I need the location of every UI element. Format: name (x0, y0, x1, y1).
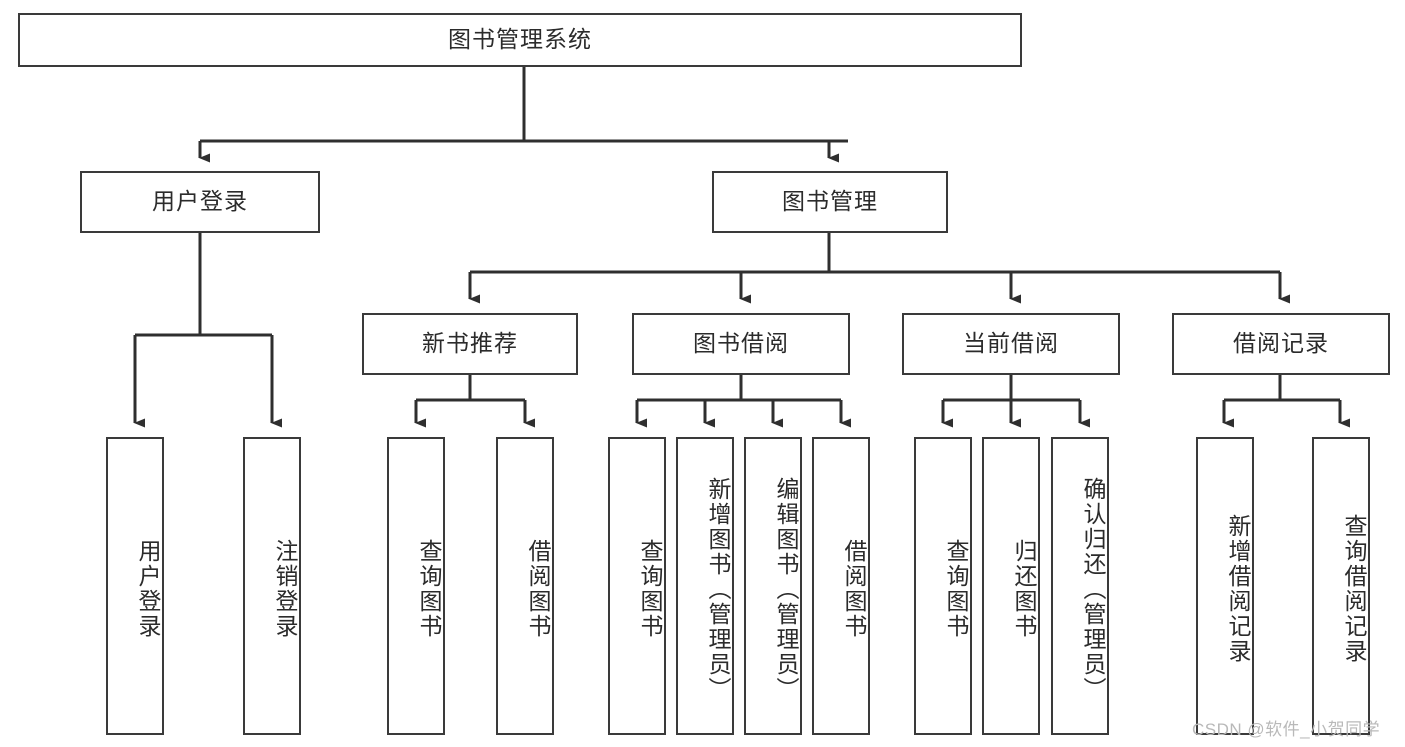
node-user-login[interactable]: 用户登录 (80, 171, 320, 233)
leaf-current-return-book[interactable]: 归还图书 (982, 437, 1040, 735)
leaf-current-confirm-return-admin[interactable]: 确认归还（管理员） (1051, 437, 1109, 735)
node-current-borrow[interactable]: 当前借阅 (902, 313, 1120, 375)
node-label: 图书管理系统 (448, 26, 592, 53)
leaf-user-logout[interactable]: 注销登录 (243, 437, 301, 735)
node-label: 图书管理 (782, 188, 878, 215)
leaf-current-query-book[interactable]: 查询图书 (914, 437, 972, 735)
node-label: 借阅图书 (525, 539, 551, 639)
node-root-system[interactable]: 图书管理系统 (18, 13, 1022, 67)
node-label: 新增借阅记录 (1225, 514, 1251, 664)
leaf-borrow-add-book-admin[interactable]: 新增图书（管理员） (676, 437, 734, 735)
leaf-newbooks-query-book[interactable]: 查询图书 (387, 437, 445, 735)
leaf-records-add-record[interactable]: 新增借阅记录 (1196, 437, 1254, 735)
node-label: 归还图书 (1011, 539, 1037, 639)
node-label: 查询借阅记录 (1341, 514, 1367, 664)
node-label: 查询图书 (416, 539, 442, 639)
node-label: 用户登录 (135, 539, 161, 639)
node-label: 确认归还（管理员） (1080, 476, 1106, 702)
node-label: 查询图书 (637, 539, 663, 639)
node-label: 用户登录 (152, 188, 248, 215)
node-label: 借阅记录 (1233, 330, 1329, 357)
node-label: 新书推荐 (422, 330, 518, 357)
node-label: 编辑图书（管理员） (773, 476, 799, 702)
leaf-newbooks-borrow-book[interactable]: 借阅图书 (496, 437, 554, 735)
leaf-borrow-edit-book-admin[interactable]: 编辑图书（管理员） (744, 437, 802, 735)
leaf-borrow-borrow-book[interactable]: 借阅图书 (812, 437, 870, 735)
node-label: 图书借阅 (693, 330, 789, 357)
node-label: 当前借阅 (963, 330, 1059, 357)
node-label: 借阅图书 (841, 539, 867, 639)
node-label: 注销登录 (272, 539, 298, 639)
node-book-borrow[interactable]: 图书借阅 (632, 313, 850, 375)
leaf-borrow-query-book[interactable]: 查询图书 (608, 437, 666, 735)
leaf-user-login[interactable]: 用户登录 (106, 437, 164, 735)
node-label: 查询图书 (943, 539, 969, 639)
node-label: 新增图书（管理员） (705, 476, 731, 702)
csdn-watermark: CSDN @软件_小贺同学 (1192, 720, 1381, 739)
leaf-records-query-record[interactable]: 查询借阅记录 (1312, 437, 1370, 735)
node-new-book-recommend[interactable]: 新书推荐 (362, 313, 578, 375)
node-book-management[interactable]: 图书管理 (712, 171, 948, 233)
node-borrow-records[interactable]: 借阅记录 (1172, 313, 1390, 375)
